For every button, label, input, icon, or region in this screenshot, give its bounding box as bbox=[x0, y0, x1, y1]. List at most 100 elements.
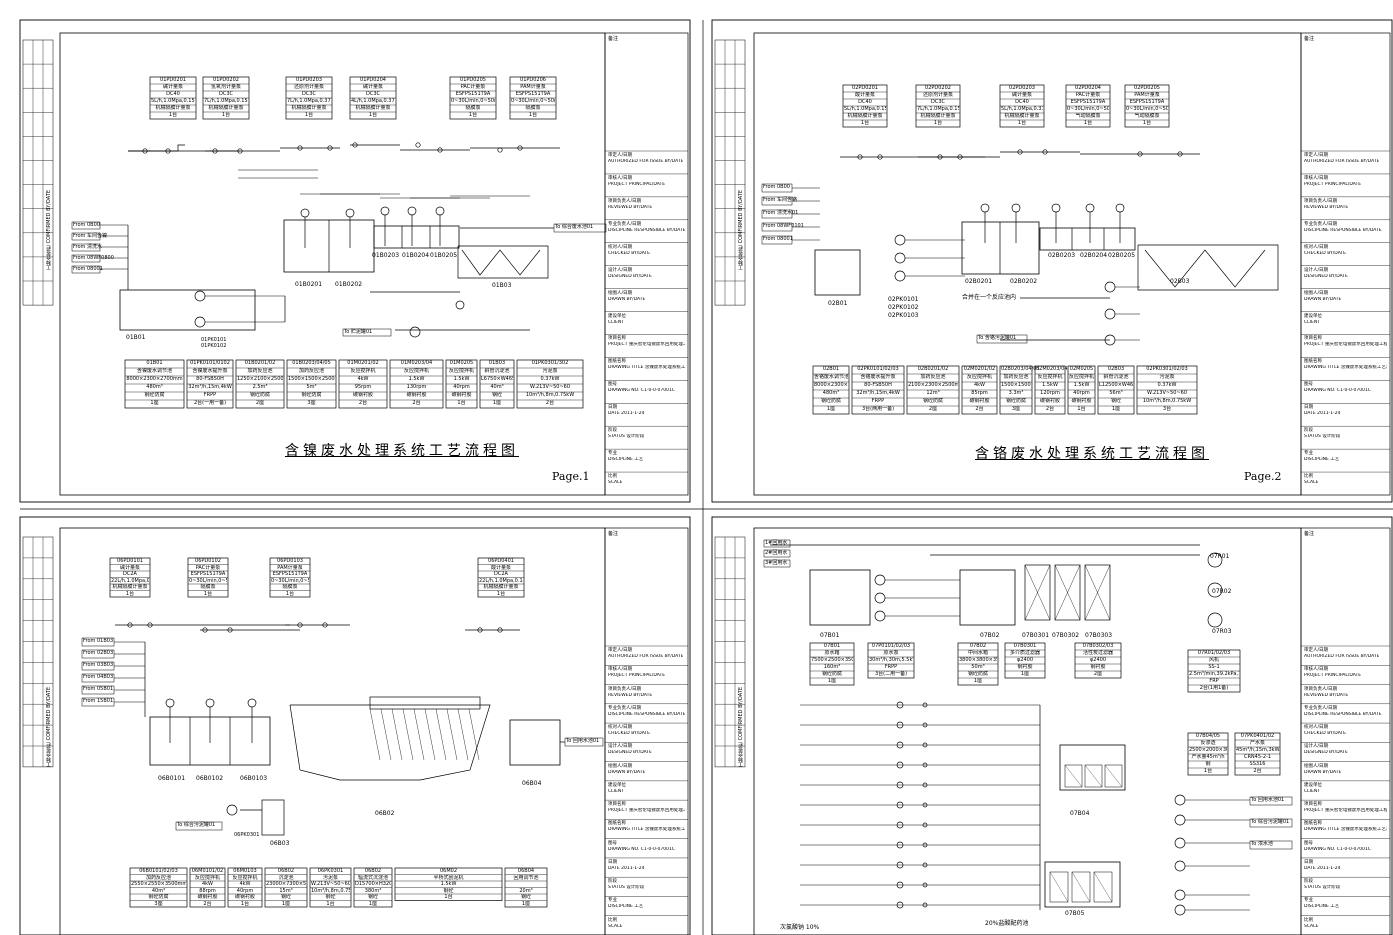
valve-icon bbox=[415, 142, 421, 148]
source-label: From 清洗水 bbox=[73, 244, 102, 250]
source-box bbox=[71, 265, 101, 274]
equipment-spec-line: 钢砼防腐 bbox=[922, 398, 943, 404]
title-block-cn: 设计人/日期 bbox=[608, 267, 633, 273]
equipment-spec-line: 160m³ bbox=[823, 664, 841, 670]
title-block-en: DISCIPLINE 工艺 bbox=[1304, 457, 1340, 463]
equipment-spec-line: 钢衬胶 bbox=[1090, 664, 1106, 670]
dosing-spec-line: 机械隔膜计量泵 bbox=[483, 584, 519, 590]
truss-member bbox=[468, 708, 480, 761]
equipment-spec-line: 反应搅拌机 bbox=[1069, 374, 1094, 380]
title-block-en: CHECKED BY/DATE bbox=[1304, 731, 1347, 737]
title-block-cn: 图号 bbox=[608, 840, 617, 846]
title-block-cn: 阶段 bbox=[608, 879, 617, 885]
source-label: From 0B00 bbox=[73, 222, 100, 228]
dosing-spec-line: 7L/h,1.0Mpa,0.37kW bbox=[287, 98, 331, 104]
equipment-spec-line: 中间水箱 bbox=[967, 650, 988, 656]
title-block-cn: 图号 bbox=[1304, 382, 1313, 388]
equipment-spec-line: φ2400 bbox=[1016, 657, 1034, 663]
equipment-spec-line: 污泥泵 bbox=[542, 368, 558, 374]
equipment-spec-line: 钢砼 bbox=[280, 894, 291, 900]
dosing-spec-line: 22L/h,1.0Mpa,0.15kW bbox=[479, 577, 523, 584]
equipment-spec-line: 1座 bbox=[973, 678, 983, 684]
equipment-spec-line: 碳钢衬胶 bbox=[1071, 398, 1092, 404]
equipment-spec-id: 01B0201/02 bbox=[244, 360, 276, 366]
title-block-cn: 建设单位 bbox=[608, 313, 626, 319]
valve-icon bbox=[922, 802, 928, 808]
title-block-cn: 建设单位 bbox=[1304, 313, 1322, 319]
source-label: From 01B03 bbox=[83, 638, 114, 644]
equipment-spec-id: 06B02 bbox=[277, 868, 295, 874]
source-label: From 0B00 bbox=[763, 184, 790, 190]
dosing-spec-line: 机械隔膜计量泵 bbox=[208, 105, 244, 111]
truss-member bbox=[380, 708, 392, 761]
title-block-en: PROJECT PRINCIPAL/DATE bbox=[1304, 673, 1362, 679]
equipment-spec-line: 活性炭过滤器 bbox=[1082, 650, 1113, 656]
dosing-spec-line: ESFPS151T9A bbox=[455, 91, 491, 97]
dosing-spec-line: 还原剂计量泵 bbox=[293, 84, 324, 90]
equipment-spec-line: 碳钢衬胶 bbox=[234, 894, 255, 900]
valve-icon bbox=[922, 862, 928, 868]
tank-label: 07B0302 bbox=[1052, 632, 1080, 639]
merge-note: 合并在一个反应池内 bbox=[962, 294, 1017, 301]
valve-icon bbox=[147, 622, 153, 628]
dosing-spec-line: 隔膜泵 bbox=[200, 584, 216, 590]
equipment-spec-id: 02M0201/02 bbox=[963, 366, 996, 372]
scraper-bridge bbox=[369, 696, 481, 710]
equipment-spec-id: 01M0205 bbox=[449, 360, 474, 366]
tank-label: 07B01 bbox=[820, 632, 840, 639]
valve-icon bbox=[327, 145, 333, 151]
equipment-spec-id: 06M0101/02 bbox=[191, 868, 224, 874]
valve-icon bbox=[957, 154, 963, 160]
agitator-motor-icon bbox=[205, 698, 215, 708]
dosing-spec-line: 氢氧剂计量泵 bbox=[210, 84, 241, 90]
source-box bbox=[71, 243, 101, 252]
pump-icon bbox=[1174, 904, 1186, 916]
tank-label: 02B0202 bbox=[1010, 278, 1038, 285]
dosing-spec-line: 机械隔膜计量泵 bbox=[155, 105, 191, 111]
dosing-spec-line: DC3C bbox=[218, 91, 233, 97]
dosing-spec-line: PAM计量泵 bbox=[277, 564, 303, 571]
equipment-spec-line: 1台 bbox=[1203, 768, 1213, 774]
ro-train bbox=[1059, 744, 1126, 791]
dosing-spec-line: 1台 bbox=[203, 590, 213, 597]
equipment-spec-line: 1台 bbox=[326, 900, 335, 907]
pump-icon bbox=[226, 804, 238, 816]
valve-icon bbox=[922, 742, 928, 748]
dosing-spec-line: 0~30L/min,0~50m bbox=[1067, 106, 1109, 112]
equipment-spec-line: 2台 bbox=[203, 900, 212, 907]
dosing-spec-line: ESFPS151T9A bbox=[1129, 99, 1165, 105]
chemical-note: 20%盐酸配药池 bbox=[985, 920, 1029, 927]
title-block-en: DRAWING NO. C1-0-0-07001C bbox=[1304, 846, 1371, 852]
dosing-spec-line: 5L/h,1.0Mpa,0.37kW bbox=[1001, 106, 1043, 112]
dosing-spec-id: 01PD0201 bbox=[160, 77, 186, 83]
valve-icon bbox=[437, 147, 443, 153]
agitator-motor-icon bbox=[1011, 203, 1021, 213]
source-label: From 08WF0800 bbox=[73, 255, 114, 261]
equipment-spec-line: 4kW bbox=[201, 881, 214, 887]
equipment-spec-line: 40rpm bbox=[1073, 390, 1090, 396]
dosing-spec-id: 02PD0202 bbox=[925, 85, 951, 91]
equalization-tank bbox=[814, 249, 861, 296]
tank-label: 06B03 bbox=[270, 840, 290, 847]
equipment-spec-frame bbox=[1074, 642, 1122, 679]
equipment-spec-line: 含镍废水提升泵 bbox=[192, 368, 228, 374]
pump-icon bbox=[896, 701, 904, 709]
equipment-spec-line: 加药反应池 bbox=[298, 368, 324, 374]
dosing-spec-line: 碱计量泵 bbox=[119, 564, 140, 571]
title-block-cn: 设计人/日期 bbox=[1304, 267, 1329, 273]
equipment-spec-line: FRP bbox=[1209, 678, 1219, 684]
equipment-spec-line: 加药反应池 bbox=[145, 874, 171, 881]
filter-x bbox=[1054, 564, 1081, 621]
title-block-cn: 项目名称 bbox=[608, 336, 626, 342]
title-block-cn: 建设单位 bbox=[608, 782, 626, 788]
valve-icon bbox=[1042, 149, 1048, 155]
valve-icon bbox=[227, 627, 233, 633]
sheet-title: 含铬废水处理系统工艺流程图 bbox=[975, 446, 1209, 462]
title-block-en: PROJECT 重庆智伦电镀废水回用处理工程 bbox=[608, 808, 685, 814]
dosing-spec-line: 隔膜泵 bbox=[465, 105, 481, 111]
title-block-cn: 校对人/日期 bbox=[608, 244, 633, 250]
outlet-label: To 含铬污泥罐01 bbox=[978, 335, 1017, 341]
equipment-spec-line: 23000×7300×5000mm bbox=[266, 881, 306, 887]
valve-icon bbox=[922, 842, 928, 848]
